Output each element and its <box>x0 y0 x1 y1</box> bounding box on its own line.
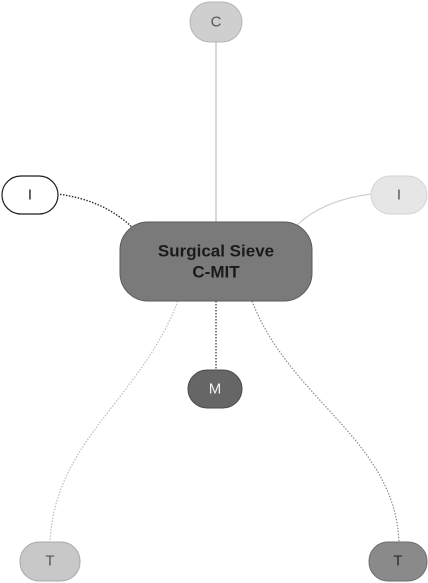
center-node: Surgical Sieve C-MIT <box>119 221 313 302</box>
node-middle-shape <box>187 369 243 409</box>
center-node-subtitle: C-MIT <box>192 263 240 282</box>
node-top: C <box>189 1 243 43</box>
node-bottom-right-label: T <box>393 553 402 570</box>
node-right-shape <box>370 175 428 215</box>
node-top-label: C <box>211 14 222 31</box>
node-middle: M <box>187 369 243 409</box>
node-left-shape <box>1 175 59 215</box>
node-bottom-left-label: T <box>45 553 54 570</box>
connector-bottom-left <box>49 300 179 543</box>
connectors <box>49 42 400 543</box>
node-bottom-left: T <box>19 541 81 582</box>
node-middle-label: M <box>209 381 222 398</box>
connector-left <box>56 193 136 231</box>
connector-right <box>296 193 372 226</box>
node-left: I <box>1 175 59 215</box>
node-top-shape <box>189 1 243 43</box>
node-bottom-left-shape <box>19 541 81 582</box>
node-right-label: I <box>397 187 401 204</box>
node-bottom-right-shape <box>368 541 428 582</box>
node-bottom-right: T <box>368 541 428 582</box>
node-right: I <box>370 175 428 215</box>
center-node-title: Surgical Sieve <box>158 242 274 261</box>
node-left-label: I <box>28 187 32 204</box>
connector-bottom-right <box>251 300 400 543</box>
center-node-shape <box>119 221 313 302</box>
